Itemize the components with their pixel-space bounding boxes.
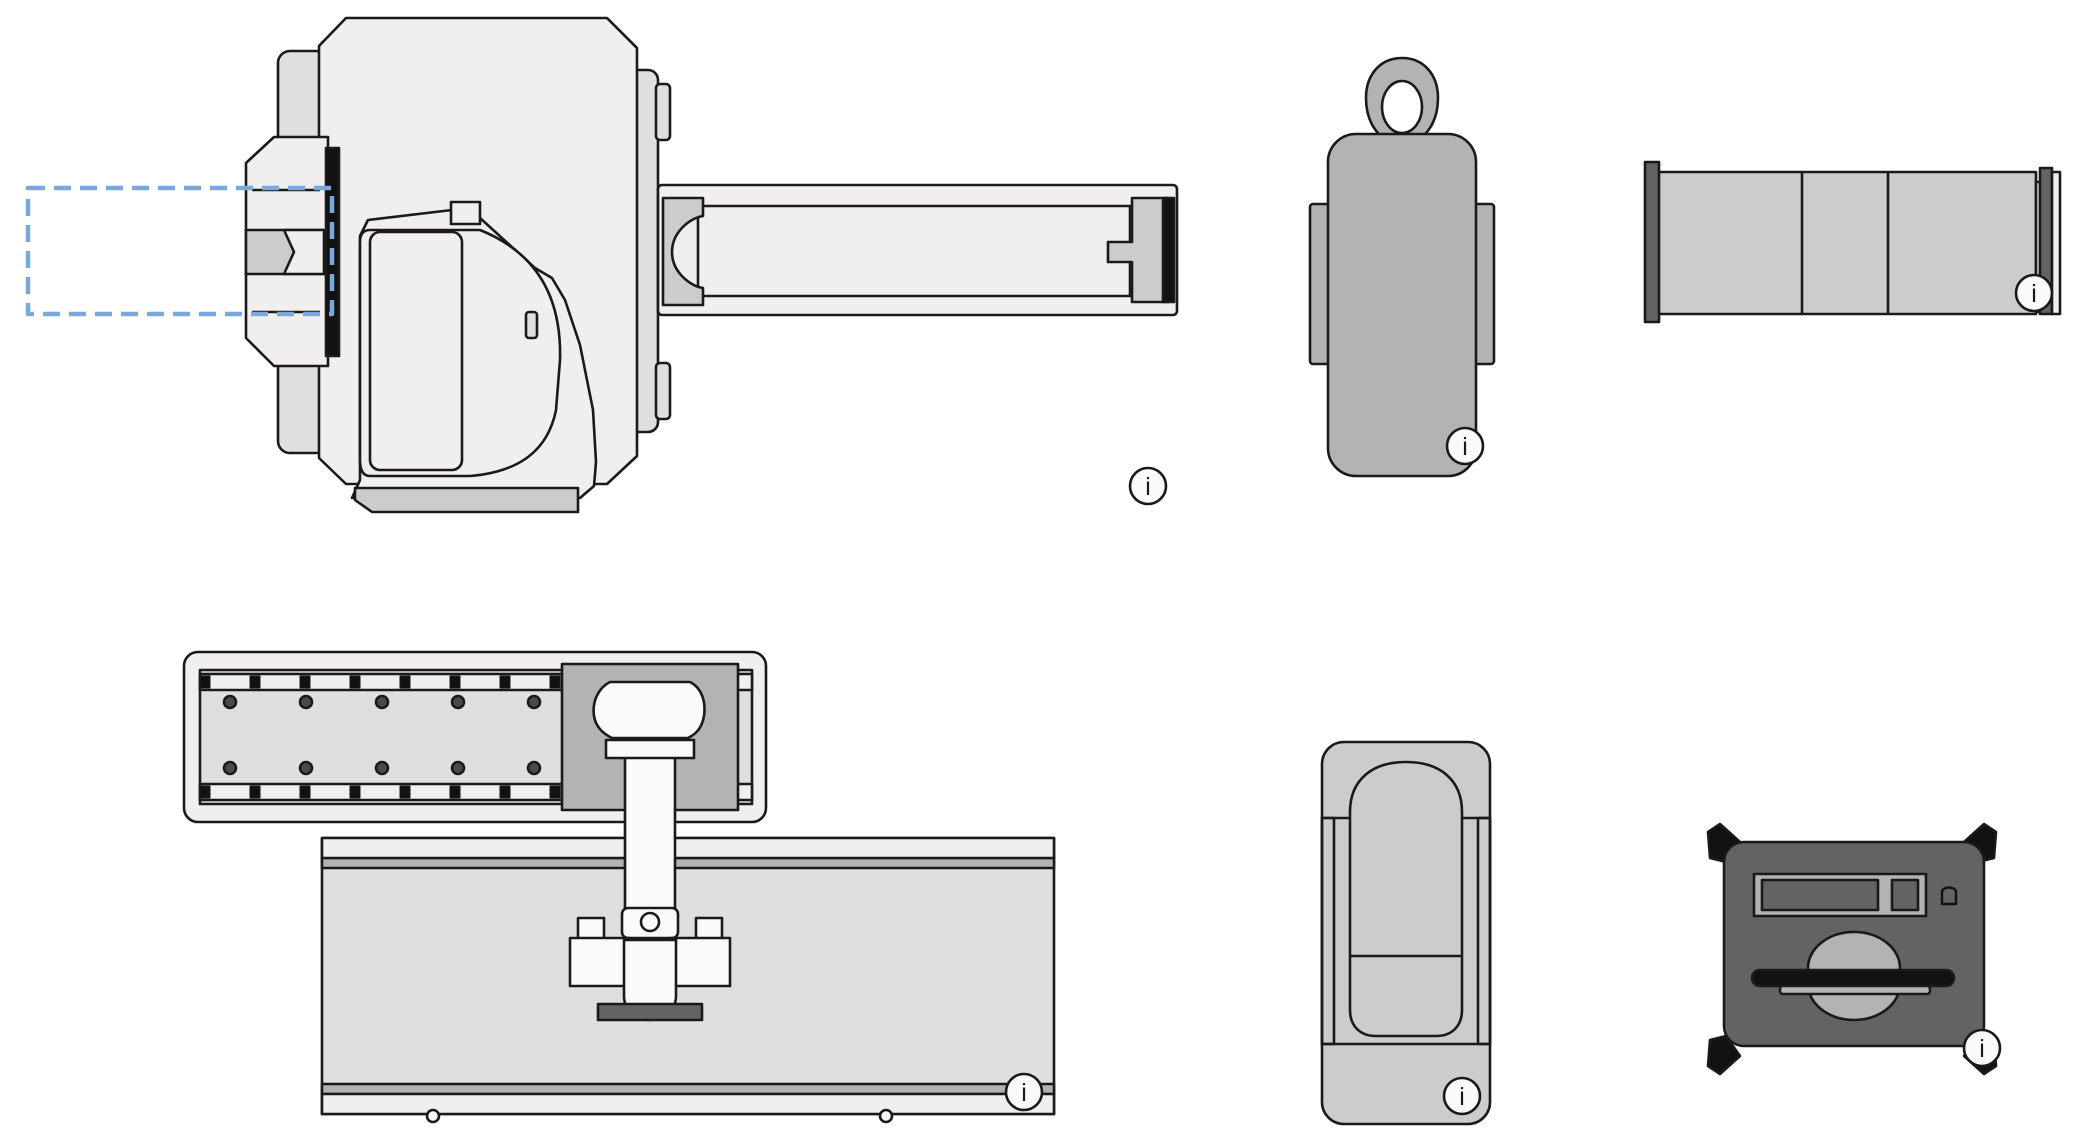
pendant-body [1326,132,1478,478]
track-block [249,785,261,799]
slide-base-foot [425,1108,441,1124]
info-icon-glyph: i [1459,1083,1465,1111]
track-block [549,785,561,799]
module-indicator [1890,878,1920,912]
info-icon-circle [1004,1072,1044,1112]
module-corner-tab [1706,1034,1742,1076]
slide-bolt [374,760,390,776]
gripper-right-block [668,936,732,988]
track-block [499,785,511,799]
info-icon-glyph: i [2031,280,2037,308]
slide-column [623,754,677,916]
linear-slide-assembly[interactable]: i [182,650,1056,1124]
compact-pendant-unit[interactable]: i [1308,56,1496,478]
slide-bolt [222,694,238,710]
rail-channel [696,204,1132,298]
info-icon-glyph: i [1979,1035,1985,1063]
info-icon[interactable]: i [1962,1028,2002,1068]
right-tab-lower [654,361,672,421]
tube-left-flange [1643,160,1661,324]
info-icon-circle [1128,466,1168,506]
info-icon-circle [1442,1076,1482,1116]
slide-base-top-band [320,836,1056,860]
tube-right-cap [2050,170,2062,316]
rail-end-stop [1161,196,1176,304]
track-block [199,675,211,689]
track-block [449,785,461,799]
selection-outline[interactable] [25,185,335,317]
housing-right-rail [1476,816,1492,1046]
slide-base-foot [878,1108,894,1124]
gripper-base-plate [596,1002,704,1022]
track-block [549,675,561,689]
housing-left-rail [1320,816,1336,1046]
upright-housing[interactable]: i [1320,740,1492,1126]
housing-cover [1348,760,1464,1038]
modular-rail-assembly[interactable]: i [25,16,1179,514]
pendant-hanger-hole [1380,79,1424,135]
info-icon-circle [1962,1028,2002,1068]
track-block [499,675,511,689]
info-icon-glyph: i [1462,433,1468,461]
track-block [349,785,361,799]
gripper-left-block [568,936,632,988]
module-slot [1750,968,1956,988]
slide-pivot [639,911,661,933]
slide-base-bottom-band [320,1092,1056,1116]
info-icon-circle [2014,273,2054,313]
info-icon[interactable]: i [1004,1072,1044,1112]
right-tab-upper [654,82,672,142]
slide-bolt [298,760,314,776]
info-icon[interactable]: i [1128,466,1168,506]
info-icon[interactable]: i [1445,426,1485,466]
handle-knob [449,200,482,226]
info-icon[interactable]: i [1442,1076,1482,1116]
slide-bolt-row [222,694,542,776]
indicator-slot [524,310,539,340]
slide-bolt [526,760,542,776]
track-block [349,675,361,689]
module-display [1760,878,1880,912]
handle-inner-panel [368,230,464,472]
track-block [399,675,411,689]
rail-left-cap [661,196,705,307]
slide-bolt [298,694,314,710]
tubular-segment[interactable]: i [1643,160,2062,324]
slide-bolt [450,694,466,710]
slide-column-collar [604,738,696,760]
clamp-jaw-notch [282,228,326,276]
track-block [249,675,261,689]
slide-base-strip-top [320,856,1056,870]
track-block [449,675,461,689]
module-slot-lip [1778,984,1932,996]
slide-column-head [592,680,706,740]
track-block [299,675,311,689]
slide-bolt [374,694,390,710]
info-icon-circle [1445,426,1485,466]
info-icon-glyph: i [1145,473,1151,501]
slide-base-strip-bottom [320,1082,1056,1096]
track-block [399,785,411,799]
control-module[interactable]: i [1706,822,2002,1076]
track-block [299,785,311,799]
tube-body [1654,170,2038,316]
info-icon[interactable]: i [2014,273,2054,313]
handle-base [353,486,580,514]
slide-bolt [450,760,466,776]
track-block [199,785,211,799]
info-icon-glyph: i [1021,1079,1027,1107]
slide-bolt [526,694,542,710]
slide-bolt [222,760,238,776]
lock-icon [1940,886,1958,906]
